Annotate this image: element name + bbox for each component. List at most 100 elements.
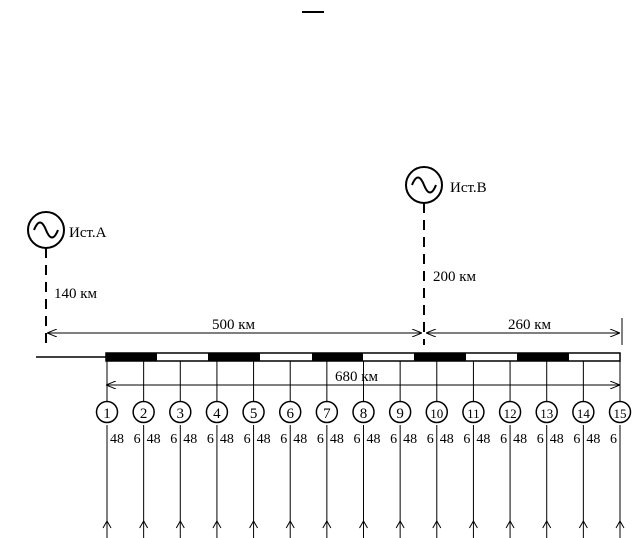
dimension-260-label: 260 км [508, 317, 552, 333]
node-8: 8 48 6 [352, 361, 381, 538]
node-number: 4 [213, 406, 221, 422]
node-chevron-icon [139, 519, 149, 529]
node-number: 8 [360, 406, 368, 422]
node-5: 5 48 6 [242, 361, 271, 538]
node-circle [205, 400, 229, 424]
node-14: 14 48 6 [572, 361, 600, 538]
node-chevron-icon [542, 519, 552, 529]
node-chevron-icon [175, 519, 185, 529]
node-circle [95, 400, 119, 424]
line-segment-dark [312, 353, 363, 361]
node-circle [352, 400, 375, 424]
node-right-value: 48 [330, 432, 344, 447]
node-7: 7 48 6 [315, 361, 344, 538]
node-circle [278, 400, 302, 424]
node-number: 5 [250, 406, 258, 422]
node-circle [132, 400, 155, 424]
node-circle [572, 400, 595, 424]
node-chevron-icon [322, 519, 332, 529]
node-left-value: 6 [280, 432, 287, 447]
node-12: 12 48 6 [498, 361, 527, 538]
node-number: 1 [103, 406, 111, 422]
node-circle [608, 400, 632, 424]
node-right-value: 48 [257, 432, 271, 447]
node-right-value: 48 [183, 432, 197, 447]
node-circle [462, 400, 485, 424]
node-circle [388, 400, 412, 424]
node-3: 3 48 6 [169, 361, 197, 538]
node-left-value: 6 [537, 432, 544, 447]
node-chevron-icon [212, 519, 222, 529]
node-circle [242, 400, 265, 424]
node-circle [315, 400, 339, 424]
sine-wave-icon [411, 176, 437, 194]
node-chevron-icon [359, 519, 368, 529]
node-left-value: 6 [390, 432, 397, 447]
node-right-value: 48 [367, 432, 381, 447]
source-a: Ист.А 140 км [27, 211, 107, 345]
node-left-value: 6 [244, 432, 251, 447]
node-circle [498, 400, 522, 424]
node-left-value: 6 [170, 432, 177, 447]
node-chevron-icon [505, 519, 515, 529]
node-left-value: 6 [500, 432, 507, 447]
node-15: 156 [608, 361, 632, 538]
node-left-value: 6 [573, 432, 580, 447]
node-number: 14 [577, 406, 591, 421]
line-segments [106, 353, 569, 361]
node-chevron-icon [249, 519, 259, 529]
node-number: 2 [140, 406, 148, 422]
node-number: 15 [614, 406, 627, 421]
node-chevron-icon [285, 519, 295, 529]
node-number: 9 [396, 406, 404, 422]
node-chevron-icon [615, 519, 625, 529]
node-1: 1 48 [95, 361, 124, 538]
source-a-label: Ист.А [69, 225, 107, 241]
source-a-length: 140 км [54, 286, 98, 302]
upper-dimensions: 500 км 260 км [48, 317, 623, 345]
line-segment-dark [414, 353, 466, 361]
node-circle [425, 400, 449, 424]
node-circle [535, 400, 558, 424]
node-chevron-icon [578, 519, 588, 529]
node-right-value: 48 [220, 432, 234, 447]
node-right-value: 48 [403, 432, 417, 447]
node-right-value: 48 [440, 432, 454, 447]
node-right-value: 48 [586, 432, 600, 447]
node-number: 7 [323, 406, 331, 422]
source-b-label: Ист.В [450, 180, 487, 196]
node-number: 12 [504, 406, 517, 421]
node-number: 3 [177, 406, 185, 422]
node-2: 2 48 6 [132, 361, 161, 538]
node-right-value: 48 [550, 432, 564, 447]
node-left-value: 6 [134, 432, 141, 447]
node-number: 6 [286, 406, 294, 422]
source-b-length: 200 км [433, 269, 477, 285]
node-left-value: 6 [354, 432, 361, 447]
node-right-value: 48 [147, 432, 161, 447]
line-segment-dark [208, 353, 260, 361]
source-b: Ист.В 200 км [405, 166, 487, 345]
line-segment-dark [517, 353, 569, 361]
node-right-value: 48 [476, 432, 490, 447]
node-chevron-icon [102, 519, 112, 529]
node-left-value: 6 [463, 432, 470, 447]
dimension-500-label: 500 км [212, 317, 256, 333]
node-9: 9 48 6 [388, 361, 417, 538]
node-right-value: 48 [513, 432, 527, 447]
node-chevron-icon [395, 519, 405, 529]
node-right-value: 48 [110, 432, 124, 447]
line-segment-dark [106, 353, 157, 361]
node-number: 10 [430, 406, 443, 421]
node-chevron-icon [468, 519, 478, 529]
node-4: 4 48 6 [205, 361, 234, 538]
node-6: 6 48 6 [278, 361, 307, 538]
node-right-value: 48 [293, 432, 307, 447]
node-left-value: 6 [207, 432, 214, 447]
node-left-value: 6 [317, 432, 324, 447]
node-circle [169, 400, 192, 424]
